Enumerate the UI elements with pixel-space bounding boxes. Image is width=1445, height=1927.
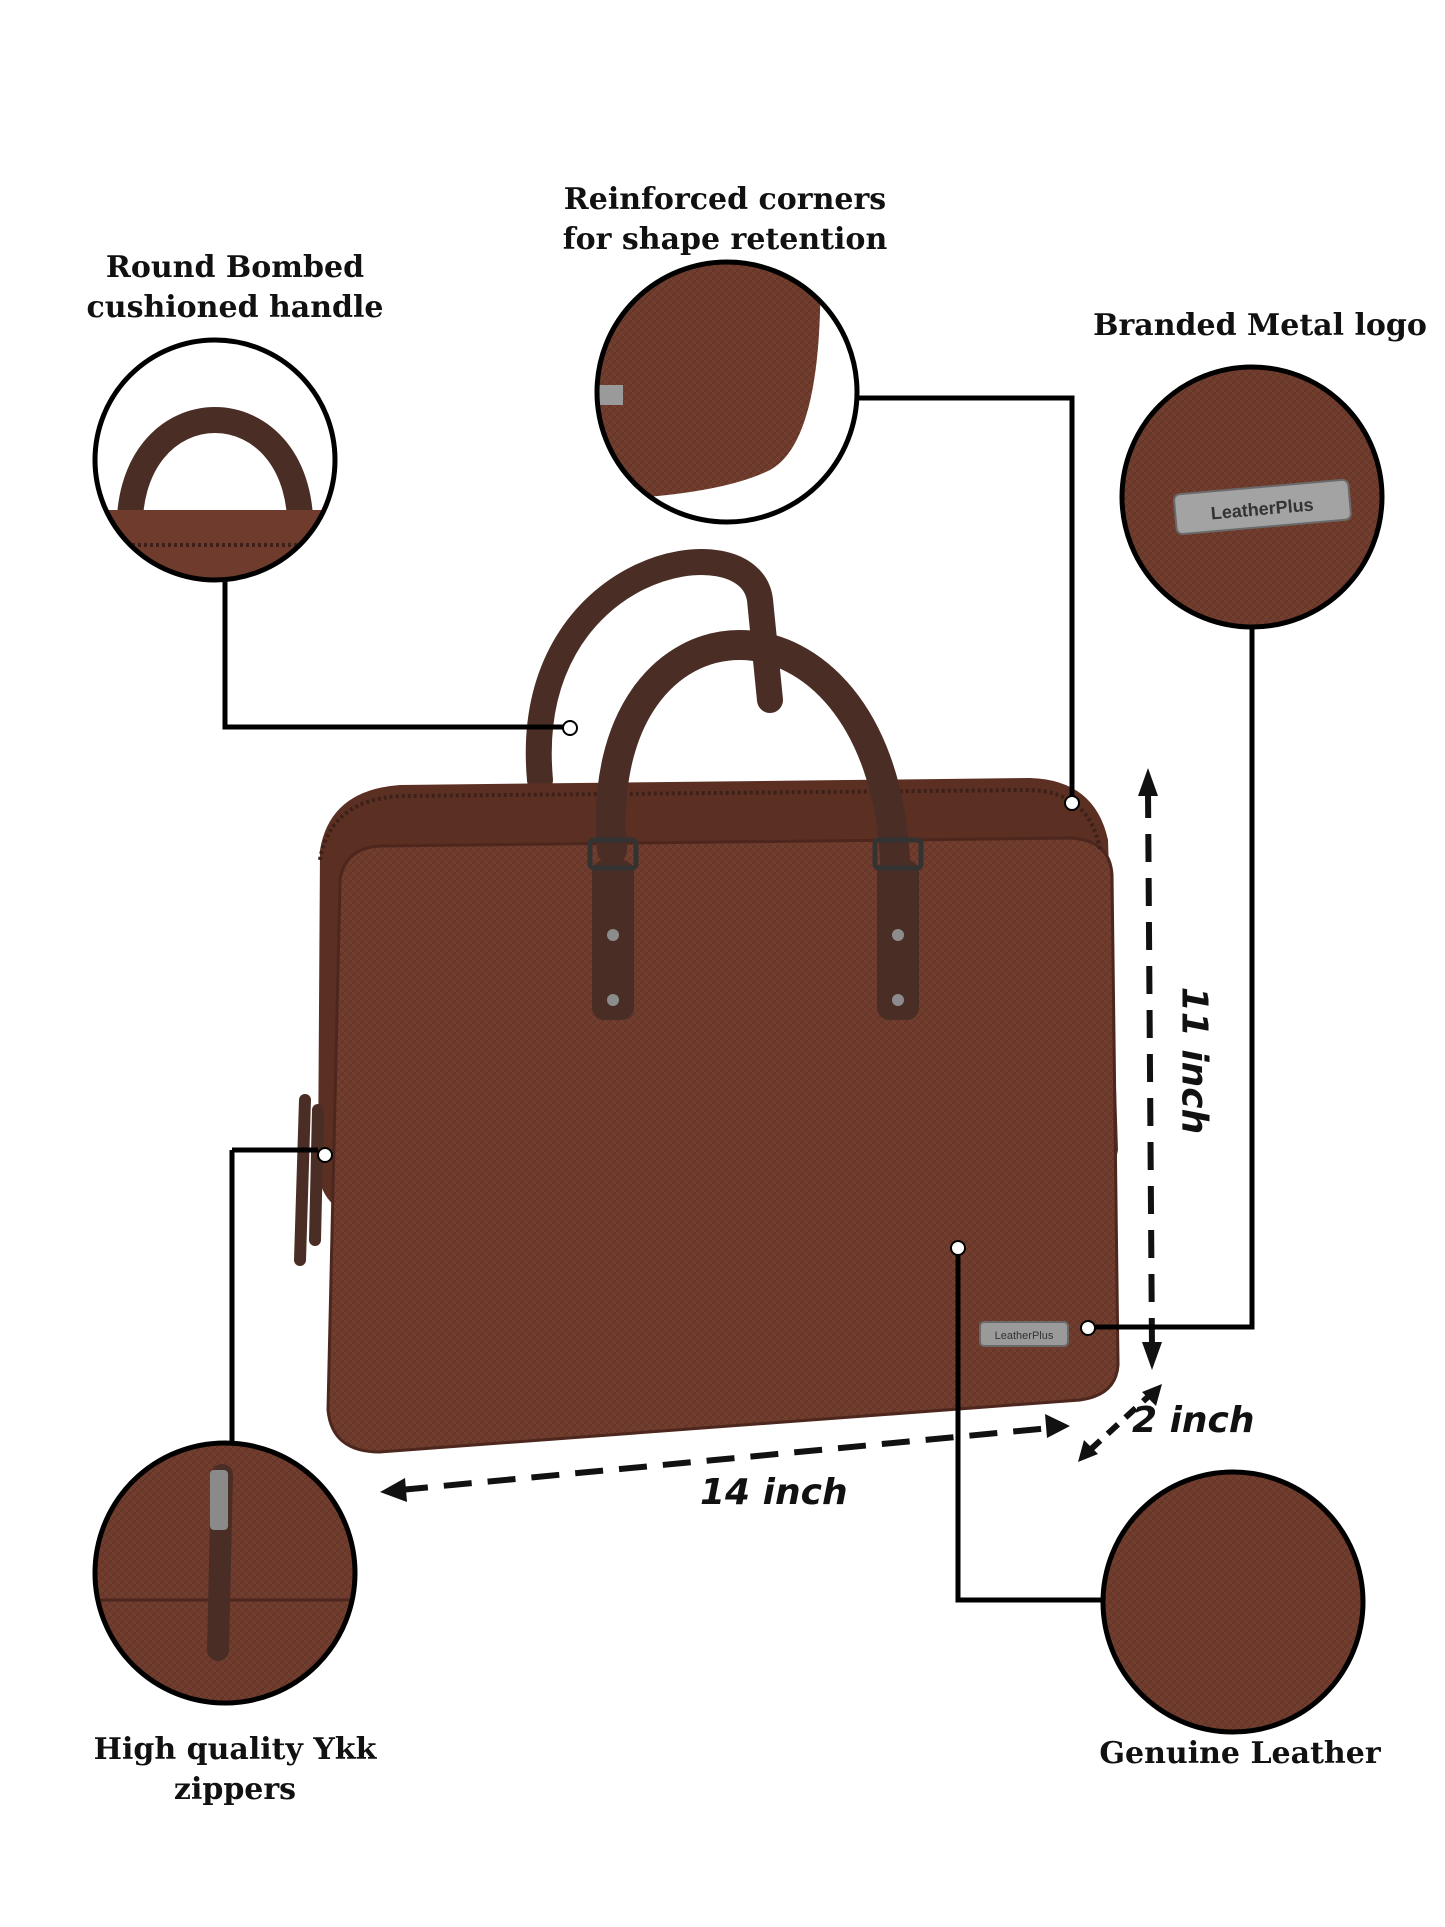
handle-callout-label: Round Bombed cushioned handle [86,250,384,325]
logo-detail-circle: LeatherPlus [1119,364,1385,630]
logo-callout-label: Branded Metal logo [1093,308,1427,343]
front-panel [326,836,1120,1454]
back-handle [525,549,783,793]
front-handle [595,630,910,875]
metal-logo-plate: LeatherPlus [979,1321,1069,1347]
handle-detail-circle [92,337,338,583]
laptop-bag: LeatherPlus [294,549,1120,1454]
leather-detail-circle [1100,1469,1366,1735]
connector-dots [317,720,1096,1336]
leather-callout-label: Genuine Leather [1099,1736,1381,1771]
corner-detail-circle [594,259,860,525]
corners-callout-label: Reinforced corners for shape retention [562,182,888,257]
width-dimension-label: 14 inch [700,1472,848,1513]
zippers-callout-label: High quality Ykk zippers [93,1732,377,1807]
height-dimension-label: 11 inch [1173,986,1215,1135]
logo-plate-text: LeatherPlus [995,1330,1054,1342]
dimension-arrows [380,768,1162,1502]
depth-dimension-label: 2 inch [1132,1400,1255,1441]
connector-lines [222,395,1255,1603]
zipper-detail-circle [92,1440,358,1706]
